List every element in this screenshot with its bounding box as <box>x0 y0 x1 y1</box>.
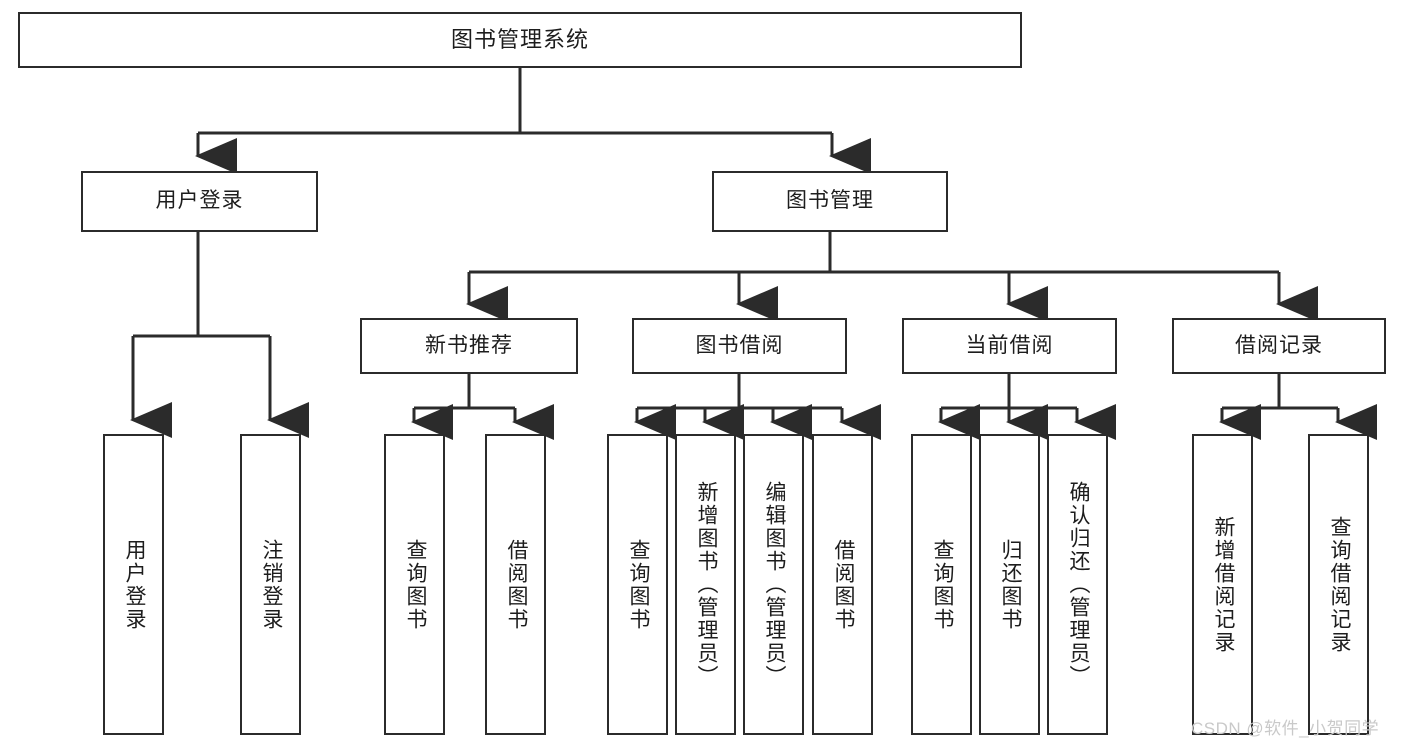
node-new-book-recommend[interactable]: 新书推荐 <box>360 318 578 374</box>
node-label: 当前借阅 <box>965 333 1054 357</box>
node-label: 图书借阅 <box>695 333 784 357</box>
leaf-label: 注销登录 <box>259 538 283 631</box>
leaf-add-book-admin[interactable]: 新增图书（管理员） <box>675 434 736 735</box>
leaf-query-book-borrow[interactable]: 查询图书 <box>607 434 668 735</box>
leaf-logout[interactable]: 注销登录 <box>240 434 301 735</box>
node-label: 借阅记录 <box>1235 333 1323 357</box>
leaf-return-book[interactable]: 归还图书 <box>979 434 1040 735</box>
node-label: 图书管理系统 <box>450 27 589 53</box>
leaf-query-book-recommend[interactable]: 查询图书 <box>384 434 445 735</box>
node-book-management-system[interactable]: 图书管理系统 <box>18 12 1022 68</box>
leaf-user-login[interactable]: 用户登录 <box>103 434 164 735</box>
leaf-borrow-book[interactable]: 借阅图书 <box>812 434 873 735</box>
leaf-label: 查询图书 <box>626 538 650 631</box>
leaf-label: 编辑图书（管理员） <box>762 481 786 688</box>
leaf-query-borrow-record[interactable]: 查询借阅记录 <box>1308 434 1369 735</box>
leaf-query-book-current[interactable]: 查询图书 <box>911 434 972 735</box>
leaf-label: 查询借阅记录 <box>1327 515 1351 654</box>
leaf-label: 新增图书（管理员） <box>694 481 718 688</box>
leaf-label: 查询图书 <box>403 538 427 631</box>
leaf-label: 查询图书 <box>930 538 954 631</box>
leaf-add-borrow-record[interactable]: 新增借阅记录 <box>1192 434 1253 735</box>
leaf-label: 新增借阅记录 <box>1211 515 1235 654</box>
leaf-confirm-return-admin[interactable]: 确认归还（管理员） <box>1047 434 1108 735</box>
leaf-edit-book-admin[interactable]: 编辑图书（管理员） <box>743 434 804 735</box>
node-label: 图书管理 <box>786 189 874 213</box>
leaf-label: 确认归还（管理员） <box>1066 481 1090 688</box>
leaf-borrow-book-recommend[interactable]: 借阅图书 <box>485 434 546 735</box>
node-current-borrow[interactable]: 当前借阅 <box>902 318 1117 374</box>
node-book-management[interactable]: 图书管理 <box>712 171 948 232</box>
node-label: 新书推荐 <box>425 333 513 357</box>
node-label: 用户登录 <box>155 189 244 213</box>
csdn-watermark: CSDN @软件_小贺同学 <box>1191 719 1380 738</box>
node-borrow-record[interactable]: 借阅记录 <box>1172 318 1386 374</box>
leaf-label: 借阅图书 <box>504 538 528 631</box>
leaf-label: 归还图书 <box>998 538 1022 631</box>
node-book-borrow[interactable]: 图书借阅 <box>632 318 847 374</box>
leaf-label: 用户登录 <box>122 538 146 631</box>
leaf-label: 借阅图书 <box>831 538 855 631</box>
node-user-login[interactable]: 用户登录 <box>81 171 318 232</box>
